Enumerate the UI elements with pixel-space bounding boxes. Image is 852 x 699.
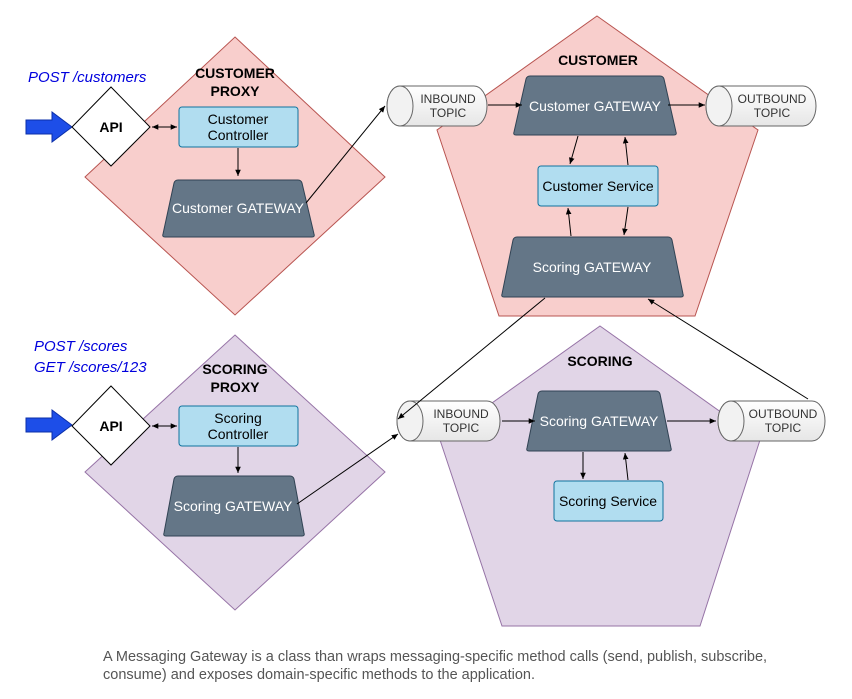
scoring-service-box[interactable]: Scoring Service (553, 480, 664, 522)
customer-request-arrow-icon (25, 111, 73, 143)
customer-service-to-gateway-connector (622, 136, 629, 166)
customer-proxy-to-inbound-connector (305, 105, 386, 204)
customer-controller[interactable]: Customer Controller (178, 106, 299, 148)
customer-proxy-gateway-label: Customer GATEWAY (172, 200, 305, 216)
customer-scoring-gateway-to-scoring-inbound-connector (397, 297, 546, 420)
customer-inbound-label-2: TOPIC (430, 106, 467, 120)
customer-controller-label: Customer (208, 111, 269, 127)
scoring-route-label-1: POST /scores (34, 338, 128, 355)
scoring-proxy-gateway[interactable]: Scoring GATEWAY (163, 475, 305, 537)
scoring-request-arrow-icon (25, 409, 73, 441)
customer-route-label: POST /customers (28, 69, 147, 86)
scoring-proxy-title: SCORING (202, 361, 267, 377)
scoring-controller[interactable]: Scoring Controller (178, 405, 299, 447)
scoring-proxy-gateway-label: Scoring GATEWAY (174, 498, 293, 514)
messaging-gateway-diagram: CUSTOMER PROXY CUSTOMER SCORING PROXY SC… (25, 15, 826, 627)
scoring-proxy-title-2: PROXY (210, 379, 260, 395)
customer-service-box[interactable]: Customer Service (537, 165, 659, 207)
scoring-service-title: SCORING (567, 353, 632, 369)
customer-gateway-to-service-connector (569, 135, 579, 165)
scoring-service-zone (439, 325, 761, 627)
customer-proxy-title: CUSTOMER (195, 65, 275, 81)
customer-api[interactable]: API (71, 86, 151, 167)
scoring-api-label: API (99, 418, 122, 434)
scoring-route-label-2: GET /scores/123 (34, 359, 147, 376)
customer-scoring-gateway[interactable]: Scoring GATEWAY (501, 236, 684, 298)
customer-inbound-label: INBOUND (420, 92, 476, 106)
scoring-proxy-to-inbound-connector (296, 433, 399, 505)
customer-service-gateway[interactable]: Customer GATEWAY (513, 75, 677, 136)
scoring-controller-label: Scoring (214, 410, 261, 426)
customer-scoring-gateway-label: Scoring GATEWAY (533, 259, 652, 275)
scoring-outbound-label: OUTBOUND (749, 407, 818, 421)
customer-outbound-topic[interactable]: OUTBOUND TOPIC (705, 85, 817, 127)
scoring-inbound-label: INBOUND (433, 407, 489, 421)
customer-api-label: API (99, 119, 122, 135)
scoring-service-label: Scoring Service (559, 493, 657, 509)
scoring-gateway-to-customer-service-connector (565, 207, 572, 237)
customer-inbound-topic[interactable]: INBOUND TOPIC (386, 85, 488, 127)
scoring-controller-label-2: Controller (208, 426, 269, 442)
customer-proxy-title-2: PROXY (210, 83, 260, 99)
customer-proxy-gateway[interactable]: Customer GATEWAY (162, 179, 315, 238)
customer-service-gateway-label: Customer GATEWAY (529, 98, 662, 114)
scoring-outbound-label-2: TOPIC (765, 421, 802, 435)
scoring-outbound-to-customer-scoring-gateway-connector (647, 298, 809, 400)
diagram-caption: A Messaging Gateway is a class than wrap… (103, 649, 768, 683)
scoring-inbound-topic[interactable]: INBOUND TOPIC (396, 400, 501, 442)
customer-service-title: CUSTOMER (558, 52, 638, 68)
customer-outbound-label-2: TOPIC (754, 106, 791, 120)
scoring-inbound-label-2: TOPIC (443, 421, 480, 435)
customer-outbound-label: OUTBOUND (738, 92, 807, 106)
scoring-service-to-gateway-connector (622, 452, 629, 481)
scoring-service-gateway-label: Scoring GATEWAY (540, 413, 659, 429)
customer-service-to-scoring-gateway-connector (622, 206, 629, 236)
scoring-service-gateway[interactable]: Scoring GATEWAY (526, 390, 672, 452)
customer-service-label: Customer Service (542, 178, 653, 194)
scoring-outbound-topic[interactable]: OUTBOUND TOPIC (717, 400, 826, 442)
customer-controller-label-2: Controller (208, 127, 269, 143)
scoring-api[interactable]: API (71, 385, 151, 466)
